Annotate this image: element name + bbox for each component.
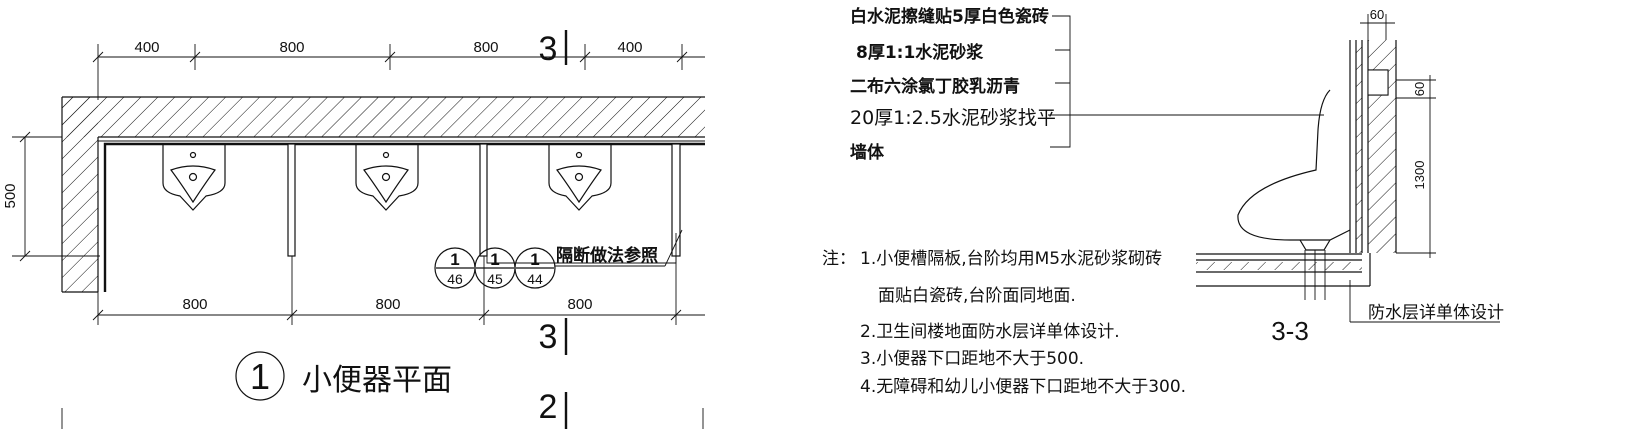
ref-2-num: 1 bbox=[490, 250, 499, 269]
layer-5: 墙体 bbox=[850, 142, 885, 163]
note-2: 2.卫生间楼地面防水层详单体设计. bbox=[860, 322, 1120, 342]
bottom-dim-2: 800 bbox=[375, 296, 400, 313]
section-label: 3-3 bbox=[1271, 316, 1309, 346]
layer-callout: 白水泥擦缝贴5厚白色瓷砖 8厚1:1水泥砂浆 二布六涂氯丁胶乳沥青 20厚1:2… bbox=[850, 6, 1324, 163]
top-dim-4: 400 bbox=[617, 39, 642, 56]
partitions bbox=[287, 143, 681, 257]
detail-ref-1: 1 46 bbox=[434, 247, 476, 289]
left-dim: 500 bbox=[2, 183, 19, 208]
ref-2-den: 45 bbox=[487, 271, 503, 287]
partition-note: 隔断做法参照 bbox=[556, 245, 658, 266]
layer-leader bbox=[1048, 15, 1324, 148]
ref-3-den: 44 bbox=[527, 271, 543, 287]
top-dim-2: 800 bbox=[279, 39, 304, 56]
section-3-3: 60 60 1300 防水层详单体设计 3-3 bbox=[1196, 7, 1504, 346]
waterproof-note: 防水层详单体设计 bbox=[1368, 303, 1504, 323]
section-floor bbox=[1196, 253, 1371, 287]
urinal-2-icon bbox=[355, 143, 419, 211]
top-dimension-line bbox=[92, 44, 705, 100]
tile-finish-line bbox=[103, 142, 705, 292]
notes-block: 注： 1.小便槽隔板,台阶均用M5水泥砂浆砌砖 面贴白瓷砖,台阶面同地面. 2.… bbox=[822, 249, 1186, 397]
bottom-dim-1: 800 bbox=[182, 296, 207, 313]
bottom-dim-3: 800 bbox=[567, 296, 592, 313]
notes-prefix: 注： bbox=[822, 249, 856, 269]
plan-title: 小便器平面 bbox=[302, 364, 452, 397]
top-wall-hatch bbox=[62, 97, 705, 137]
section-mark-bottom: 3 bbox=[539, 318, 558, 356]
layer-4: 20厚1:2.5水泥砂浆找平 bbox=[850, 107, 1056, 129]
step-edge-line bbox=[486, 233, 677, 264]
section-mark-2: 2 bbox=[539, 388, 558, 426]
top-dim-3: 800 bbox=[473, 39, 498, 56]
detail-ref-2: 1 45 bbox=[474, 247, 516, 289]
ref-3-num: 1 bbox=[530, 250, 539, 269]
left-dimension-line bbox=[12, 131, 100, 262]
layer-2: 8厚1:1水泥砂浆 bbox=[856, 42, 984, 63]
title-circle bbox=[235, 351, 285, 401]
section-dim-60-top: 60 bbox=[1370, 7, 1384, 22]
top-dim-1: 400 bbox=[134, 39, 159, 56]
note-3: 3.小便器下口距地不大于500. bbox=[860, 349, 1084, 369]
ref-1-den: 46 bbox=[447, 271, 463, 287]
left-wall-hatch bbox=[62, 97, 98, 292]
section-mark-top: 3 bbox=[539, 30, 558, 68]
ref-1-num: 1 bbox=[450, 250, 459, 269]
layer-3: 二布六涂氯丁胶乳沥青 bbox=[850, 76, 1020, 97]
detail-ref-3: 1 44 bbox=[514, 247, 556, 289]
section-dim-60-right: 60 bbox=[1412, 82, 1427, 96]
title-number: 1 bbox=[250, 356, 270, 397]
urinal-3-icon bbox=[548, 143, 612, 211]
section-dim-1300: 1300 bbox=[1412, 161, 1427, 190]
layer-1: 白水泥擦缝贴5厚白色瓷砖 bbox=[850, 6, 1049, 27]
note-4: 4.无障碍和幼儿小便器下口距地不大于300. bbox=[860, 377, 1186, 397]
urinal-1-icon bbox=[162, 143, 226, 211]
urinal-profile-icon bbox=[1237, 89, 1351, 241]
urinal-plan: 400 800 800 400 3 bbox=[2, 30, 705, 429]
wall-outline bbox=[61, 96, 705, 293]
note-1b: 面贴白瓷砖,台阶面同地面. bbox=[878, 286, 1076, 306]
note-1: 1.小便槽隔板,台阶均用M5水泥砂浆砌砖 bbox=[860, 249, 1162, 269]
